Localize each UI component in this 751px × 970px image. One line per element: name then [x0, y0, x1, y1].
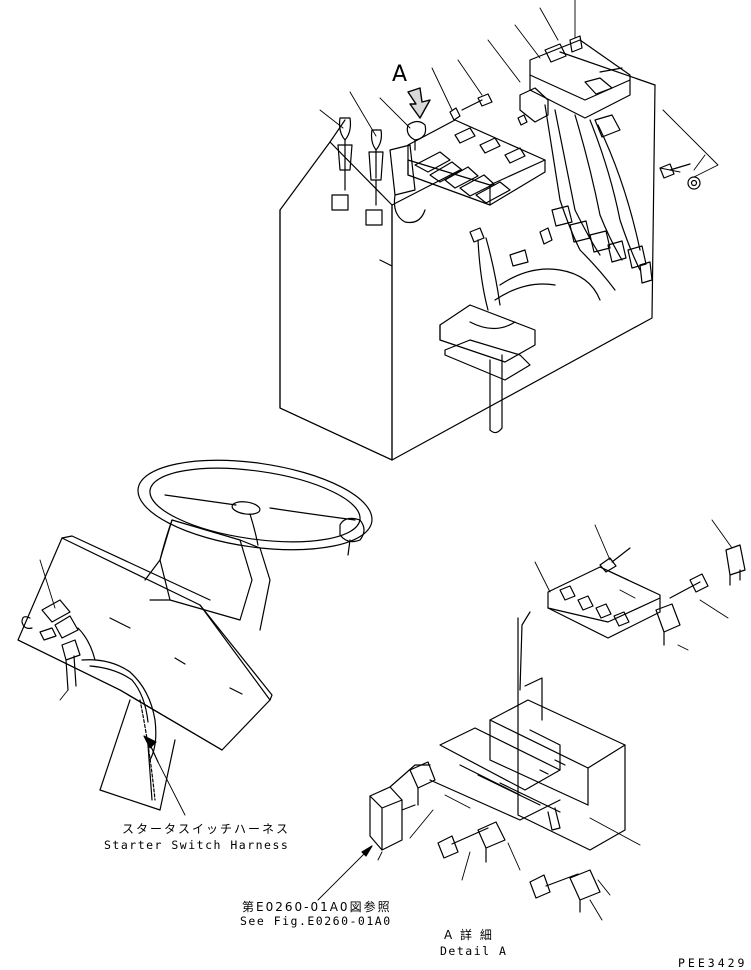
lever-knob-left [340, 118, 351, 140]
dashboard-box-outline [280, 142, 392, 460]
relay-lower-1 [478, 822, 505, 848]
wire-harness-bundle [545, 105, 615, 290]
view-marker-label: A [392, 62, 408, 87]
reference-label-en: See Fig.E0260-01A0 [240, 914, 392, 928]
relay-corner [726, 545, 745, 575]
harness-label-en: Starter Switch Harness [104, 838, 290, 852]
center-knob [407, 122, 425, 141]
spinner-knob [340, 518, 364, 541]
reference-arrow [318, 846, 372, 900]
steering-wheel [132, 447, 377, 563]
column-base-plate [440, 305, 535, 362]
detail-a-assembly [318, 520, 745, 920]
steering-console-assembly [18, 447, 378, 815]
bolt-top [600, 548, 630, 572]
screw-top [462, 94, 492, 110]
column-housing [160, 520, 252, 620]
screw-right [660, 164, 690, 178]
bolt-lower-right [530, 874, 578, 898]
detail-label-en: Detail A [440, 944, 508, 958]
view-arrow-a [408, 88, 430, 118]
reference-label-jp: 第E0260-01A0図参照 [242, 900, 392, 914]
dashboard-box-left-face [280, 210, 392, 460]
bolt-lower-left [438, 828, 488, 858]
mounting-bracket [518, 618, 625, 850]
flasher-unit [370, 787, 402, 850]
relay-strip [548, 567, 660, 638]
drawing-code: PEE3429 [678, 956, 748, 970]
washer [688, 177, 700, 189]
leader-lines-detail [410, 520, 732, 920]
steering-column-shaft [490, 355, 502, 430]
dashboard-box-top-edge [330, 52, 655, 205]
leader-lines-upper [320, 0, 718, 177]
relay-lower-2 [570, 870, 600, 900]
harness-label-jp: スタータスイッチハーネス [122, 822, 291, 836]
dashboard-box-front [392, 85, 655, 460]
relay-right [656, 604, 680, 632]
detail-label-jp: A 詳 細 [444, 928, 494, 942]
bolt-mid [670, 574, 708, 598]
lever-knob-right [372, 130, 382, 150]
column-lower [100, 700, 175, 810]
upper-dashboard-assembly [280, 0, 718, 460]
